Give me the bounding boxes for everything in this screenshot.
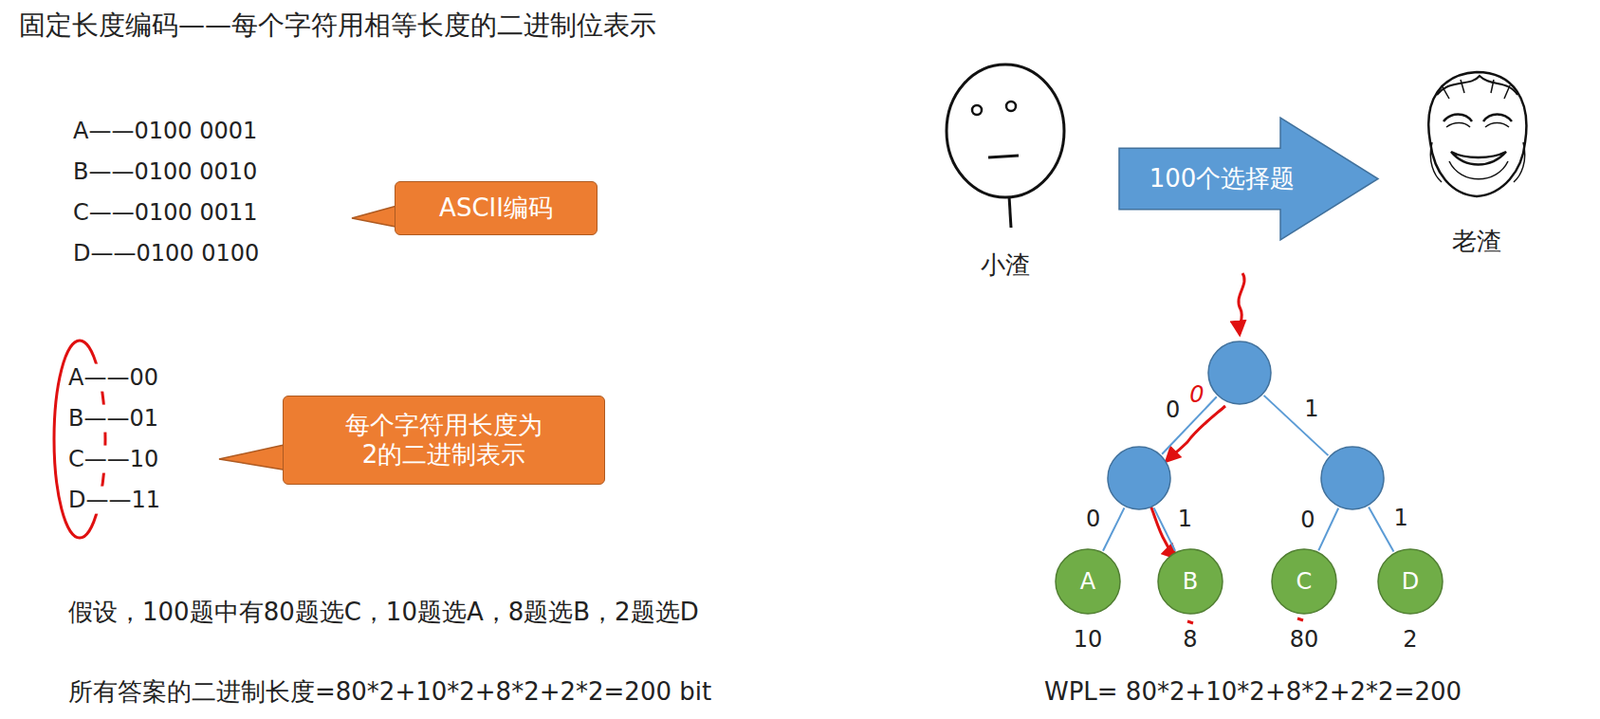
circle-outline	[1378, 549, 1443, 614]
tree-edge	[1154, 507, 1176, 551]
arrow-outline	[1119, 117, 1379, 240]
node-text: ASCII编码	[439, 193, 553, 223]
code-row: D——11	[68, 486, 161, 515]
code-row: A——00	[68, 364, 159, 392]
title: 固定长度编码——每个字符用相等长度的二进制位表示	[18, 9, 657, 42]
code-row: C——10	[68, 445, 159, 474]
circle-shape	[1106, 445, 1172, 511]
tree-node	[1207, 340, 1272, 405]
code-row: B——0100 0010	[73, 158, 258, 186]
code-row: C——0100 0011	[73, 199, 258, 227]
callout-tail	[351, 204, 401, 228]
edge-label: 0	[1085, 505, 1101, 534]
edge-label: 1	[1394, 504, 1409, 533]
face-caption: 小渣	[980, 250, 1030, 280]
circle-outline	[1107, 446, 1171, 510]
red-arrow	[1238, 273, 1245, 334]
code-row: B——01	[68, 404, 159, 433]
edge-label: 0	[1165, 396, 1180, 424]
total-length-text: 所有答案的二进制长度=80*2+10*2+8*2+2*2=200 bit	[68, 677, 712, 707]
tree-node	[1106, 445, 1172, 511]
code-row: D——0100 0100	[73, 239, 259, 268]
assumption-text: 假设，100题中有80题选C，10题选A，8题选B，2题选D	[68, 597, 699, 627]
callout-box: 每个字符用长度为2的二进制表示	[282, 395, 606, 485]
tree-edge	[1368, 507, 1394, 552]
weight-label: 8	[1182, 625, 1197, 654]
code-row: A——0100 0001	[73, 117, 258, 146]
face-laozha	[1428, 72, 1527, 197]
weight-label: 2	[1402, 625, 1417, 654]
node-text: 100个选择题	[1149, 164, 1296, 194]
edge-label: 1	[1304, 395, 1319, 423]
circle-outline	[1158, 549, 1223, 614]
tree-edge	[1161, 396, 1217, 454]
edge-label: 1	[1177, 505, 1193, 534]
circle-shape	[1207, 340, 1272, 405]
weight-label: 80	[1289, 625, 1320, 654]
node-text: C	[1296, 568, 1313, 596]
weight-label: 10	[1073, 625, 1104, 654]
circle-shape	[1320, 445, 1385, 511]
wpl-formula: WPL= 80*2+10*2+8*2+2*2=200	[1044, 677, 1462, 707]
edge-label: 0	[1300, 505, 1315, 534]
callout-tail	[219, 443, 289, 471]
block-arrow: 100个选择题	[1119, 117, 1379, 240]
leaf-node: D2	[1377, 548, 1444, 615]
red-arrow	[1149, 502, 1177, 558]
tree-edge	[1264, 395, 1329, 456]
tree-edge	[1103, 507, 1124, 551]
node-text: A	[1080, 568, 1096, 596]
leaf-node: B8	[1157, 548, 1224, 615]
node-text: D	[1401, 568, 1419, 596]
circle-outline	[1055, 549, 1121, 614]
red-dot	[1187, 618, 1304, 624]
leaf-node: C80	[1270, 548, 1338, 615]
node-text: 每个字符用长度为2的二进制表示	[337, 410, 551, 470]
tree-edge	[1318, 508, 1339, 552]
circle-outline	[1271, 549, 1337, 614]
node-text: B	[1182, 568, 1198, 596]
callout-box: ASCII编码	[394, 181, 598, 236]
face-xiaozha	[946, 64, 1065, 228]
leaf-node: A10	[1054, 548, 1122, 615]
face-caption: 老渣	[1452, 226, 1502, 257]
circle-outline	[1208, 341, 1271, 405]
circle-outline	[1321, 446, 1384, 510]
tree-node	[1320, 445, 1385, 511]
handwritten-digit: 0	[1189, 381, 1204, 409]
